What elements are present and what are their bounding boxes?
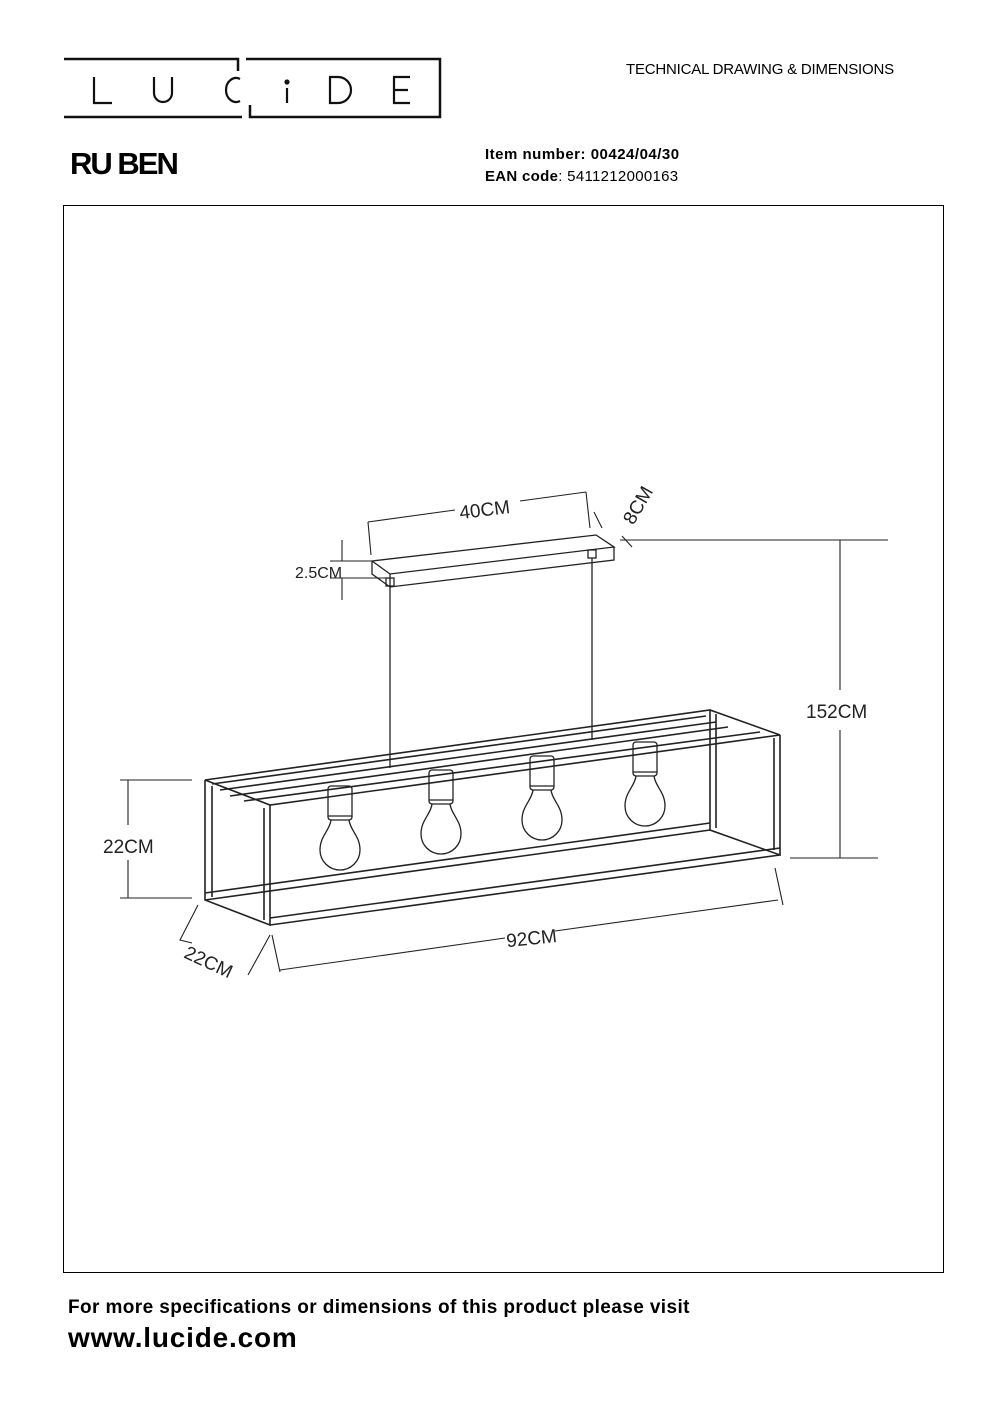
bulb-3 [521,755,563,841]
footer-text: For more specifications or dimensions of… [68,1297,690,1318]
product-name: RU BEN [70,146,179,181]
suspension-rods [389,558,593,768]
dimension-lines [120,491,888,976]
dim-canopy-length: 40CM [458,497,511,524]
lucide-logo [64,57,442,119]
canopy [370,534,616,588]
item-number-label: Item number: [485,146,587,163]
item-number: Item number: 00424/04/30 [485,146,680,163]
dim-total-height: 152CM [806,702,867,723]
drawing-frame [63,205,944,1273]
document-type: TECHNICAL DRAWING & DIMENSIONS [626,61,894,78]
item-number-value: 00424/04/30 [590,146,680,163]
bulb-2 [420,769,462,855]
dim-frame-height: 22CM [103,837,154,858]
dim-canopy-height: 2.5CM [295,565,342,582]
ean-code: EAN code: 5411212000163 [485,168,678,185]
dim-canopy-width: 8CM [620,483,658,528]
bulb-1 [319,785,361,871]
dim-frame-length: 92CM [505,926,558,952]
dim-frame-depth: 22CM [181,943,236,983]
ean-label: EAN code [485,168,559,185]
bulb-4 [624,741,666,827]
ean-value: : 5411212000163 [558,168,679,185]
lamp-frame [204,709,781,927]
footer-url[interactable]: www.lucide.com [68,1322,298,1353]
